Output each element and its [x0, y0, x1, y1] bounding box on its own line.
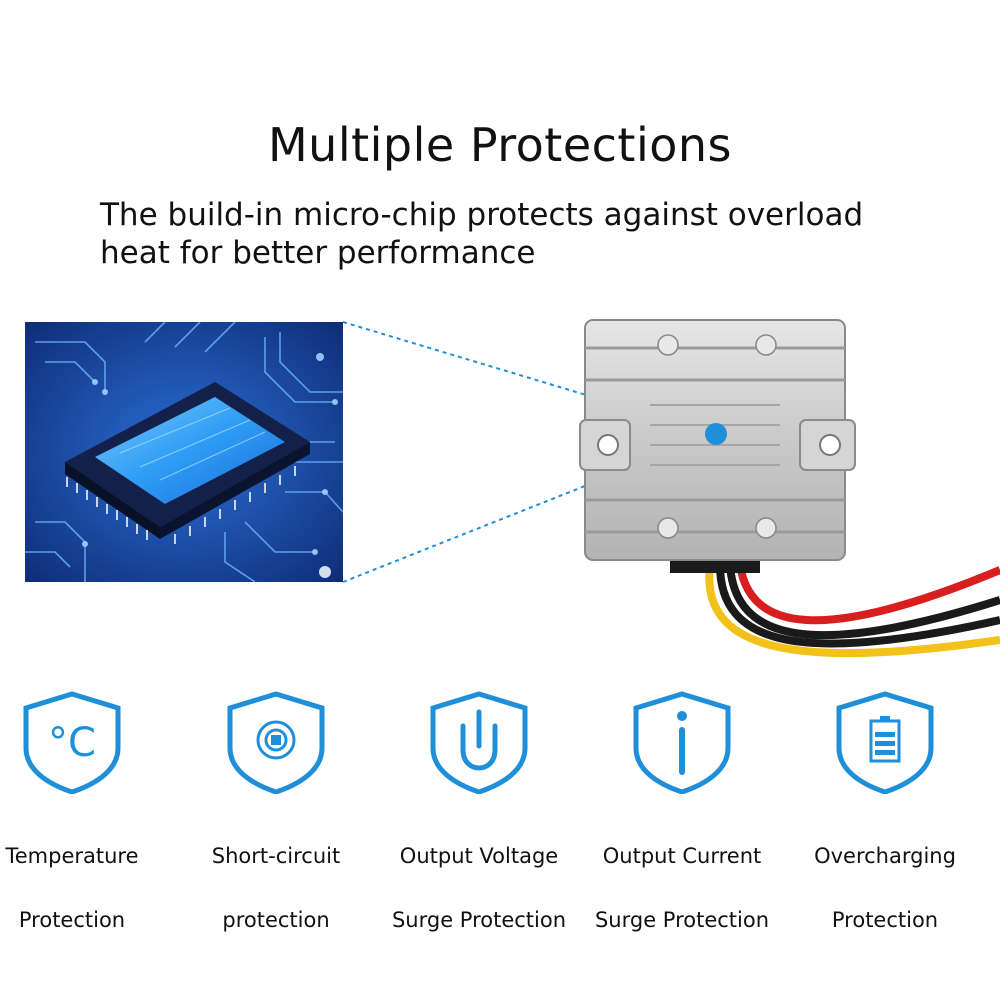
feature-output-current: Output Current Surge Protection: [582, 690, 782, 968]
page-title: Multiple Protections: [267, 118, 733, 172]
page-subtitle: The build-in micro-chip protects against…: [100, 196, 960, 272]
feature-label: Temperature Protection: [5, 844, 139, 932]
power-icon: [430, 691, 528, 794]
converter-product-image: [579, 319, 1000, 658]
celsius-icon: °C: [23, 691, 121, 794]
feature-short-circuit: Short-circuit protection: [176, 690, 376, 968]
protection-features: °C Temperature Protection Short-circuit …: [0, 690, 1000, 932]
microchip-image: [25, 322, 343, 582]
battery-icon: [836, 691, 934, 794]
info-icon: [633, 691, 731, 794]
feature-label: Output Voltage Surge Protection: [391, 844, 567, 932]
feature-output-voltage: Output Voltage Surge Protection: [379, 690, 579, 968]
feature-label: Output Current Surge Protection: [594, 844, 770, 932]
feature-temperature: °C Temperature Protection: [0, 690, 172, 968]
feature-label: Overcharging Protection: [814, 844, 956, 932]
feature-label: Short-circuit protection: [211, 844, 341, 932]
subtitle-line-2: heat for better performance: [100, 235, 536, 271]
subtitle-line-1: The build-in micro-chip protects against…: [100, 197, 864, 233]
short-circuit-icon: [227, 691, 325, 794]
feature-overcharging: Overcharging Protection: [785, 690, 985, 968]
svg-text:°C: °C: [48, 720, 96, 766]
